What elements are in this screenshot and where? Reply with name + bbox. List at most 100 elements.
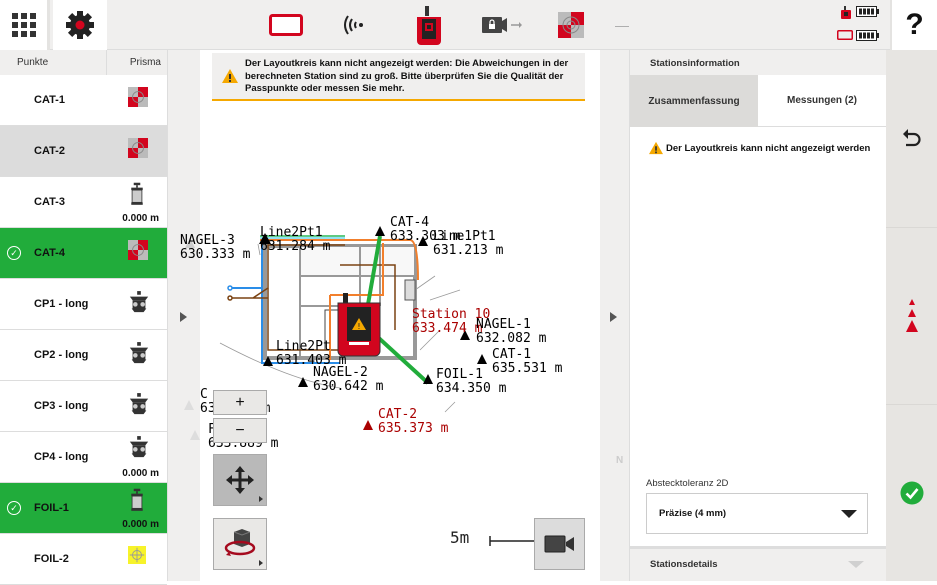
confirm-button[interactable] [886,405,937,581]
total-station-marker: ! [337,293,381,357]
undo-button[interactable] [886,50,937,227]
point-label-name: CAT-1 [492,347,532,362]
help-button[interactable]: ? [890,0,937,50]
point-label-height: 635.531 m [492,361,563,376]
apps-button[interactable] [0,0,50,50]
marker-faded-2 [184,400,194,410]
check-circle-icon: ✓ [7,501,21,515]
top-toolbar: — ? [0,0,937,50]
station-details-section[interactable]: Stationsdetails [630,546,886,581]
tab-summary[interactable]: Zusammenfassung [630,75,758,127]
point-label-name: Line2Pt [276,339,331,354]
battery-status [832,0,888,50]
point-label-height: 630.642 m [313,379,384,394]
point-row[interactable]: CP2 - long [0,330,167,381]
battery-icon [856,6,879,17]
point-label-name: NAGEL-3 [180,233,235,248]
total-station-small-icon [841,6,851,19]
prism-target-icon [558,12,584,38]
point-label-name: FOIL-1 [436,367,483,382]
warning-icon [649,141,663,155]
point-label-height: 633.303 m [390,229,461,244]
zoom-out-button[interactable]: − [213,418,267,443]
tab-measurements[interactable]: Messungen (2) [758,75,886,127]
point-label-name: Line2Pt1 [260,225,323,240]
tablet-small-icon [837,30,853,40]
map-warning-text: Der Layoutkreis kann nicht angezeigt wer… [245,58,569,94]
prism-status[interactable] [557,0,585,50]
north-label: N [616,455,624,466]
marker-faded-1 [185,238,195,248]
360-prism-icon [128,436,150,458]
settings-button[interactable] [53,0,107,50]
prism-column-header[interactable]: Prisma [129,57,161,68]
prism-height: 0.000 m [122,213,159,224]
submenu-indicator-icon [259,496,263,502]
3d-view-button[interactable] [213,518,267,570]
point-row[interactable]: CP3 - long [0,381,167,432]
map-warning-banner: Der Layoutkreis kann nicht angezeigt wer… [212,53,585,101]
point-label-name: NAGEL-1 [476,317,531,332]
pole-prism-icon [128,487,150,511]
point-label-height: 634.350 m [436,381,507,396]
point-label-height: 631.403 m [276,353,347,368]
point-label-name: CAT-4 [390,215,430,230]
camera-lock-status[interactable] [482,0,526,50]
point-name: CAT-3 [34,196,65,208]
marker-cat-1 [477,354,487,364]
point-row[interactable]: FOIL-2 [0,534,167,585]
right-panel-toggle[interactable]: N [600,50,630,581]
marker-nagel-2 [298,377,308,387]
360-prism-icon [128,342,150,364]
tolerance-dropdown[interactable]: Präzise (4 mm) [646,493,868,534]
point-label-name: F [208,422,216,437]
marker-cat-2 [363,420,373,430]
summary-warning-text: Der Layoutkreis kann nicht angezeigt wer… [666,142,871,154]
point-label-name: C [200,387,208,402]
point-row[interactable]: CAT-1 [0,75,167,126]
panel-title: Stationsinformation [630,50,886,75]
point-row[interactable]: CAT-2 [0,126,167,177]
points-column-header[interactable]: Punkte [0,50,108,75]
total-station-status[interactable] [412,0,446,50]
point-name: FOIL-1 [34,502,69,514]
scale-bar [489,536,534,546]
station-info-panel: Stationsinformation Zusammenfassung Mess… [630,50,886,581]
tablet-status[interactable] [268,0,304,50]
point-row[interactable]: CAT-3 0.000 m [0,177,167,228]
point-row[interactable]: CP1 - long [0,279,167,330]
point-row[interactable]: ✓CAT-4 [0,228,167,279]
point-label-height: 631.284 m [260,239,331,254]
connection-status[interactable] [340,0,370,50]
tolerance-indicator-button[interactable] [886,228,937,404]
pan-mode-button[interactable] [213,454,267,506]
move-arrows-icon [226,466,254,494]
reflective-foil-icon [128,546,150,568]
360-prism-icon [128,291,150,313]
marker-line2pt [263,356,273,366]
video-camera-icon [544,535,574,553]
left-panel-toggle[interactable] [168,50,200,581]
tolerance-label: Abstecktoleranz 2D [646,478,729,489]
check-circle-icon: ✓ [7,246,21,260]
svg-text:!: ! [357,322,360,331]
battery-icon [856,30,879,41]
zoom-in-button[interactable]: + [213,390,267,415]
camera-view-button[interactable] [534,518,585,570]
map-canvas[interactable]: ! [184,50,621,581]
total-station-icon [417,6,441,45]
